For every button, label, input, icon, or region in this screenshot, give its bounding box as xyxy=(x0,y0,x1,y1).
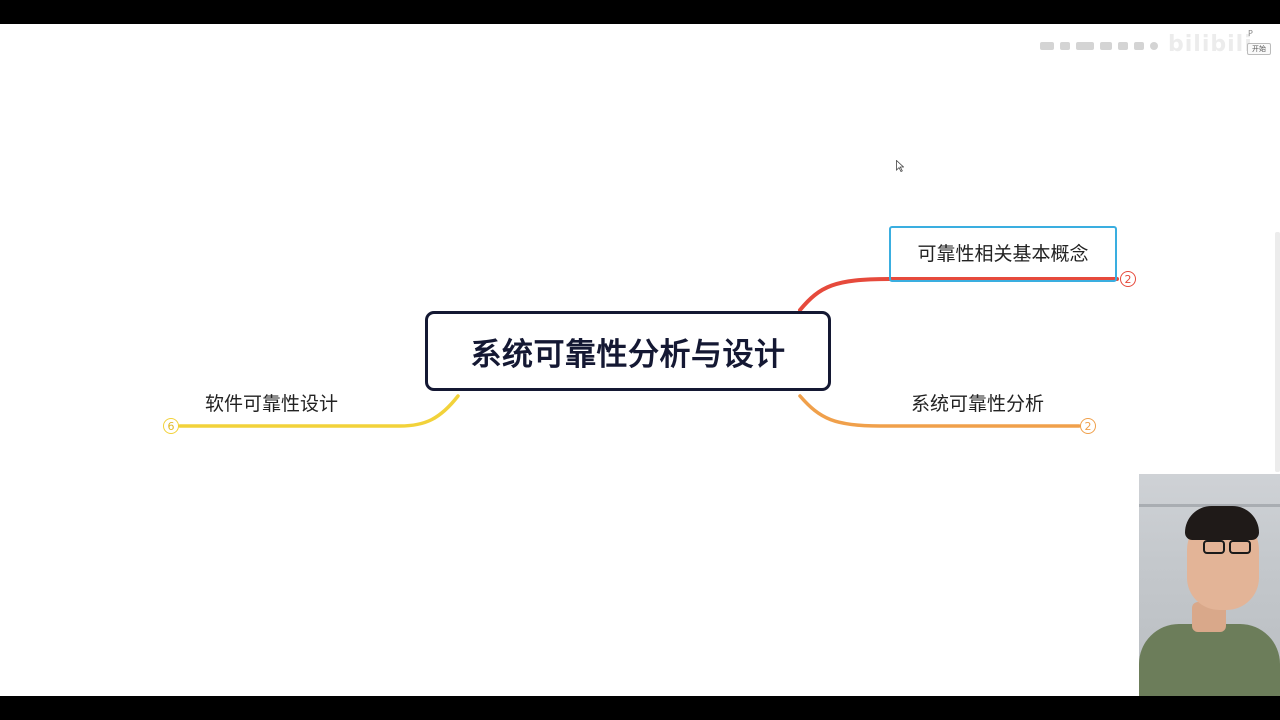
webcam-feed xyxy=(1139,474,1280,696)
mindmap-connectors xyxy=(178,277,1119,428)
toolbar-icon[interactable] xyxy=(1118,42,1128,50)
glasses-icon xyxy=(1199,540,1257,556)
branch-node-label: 系统可靠性分析 xyxy=(911,393,1045,415)
root-node[interactable]: 系统可靠性分析与设计 xyxy=(425,311,831,391)
p-label: P xyxy=(1248,29,1253,38)
collapse-count-badge[interactable]: 2 xyxy=(1120,271,1136,287)
branch-node-label: 可靠性相关基本概念 xyxy=(917,242,1089,265)
branch-node-reliability-concepts[interactable]: 可靠性相关基本概念 xyxy=(889,226,1117,282)
bottom-letterbox-bar xyxy=(0,696,1280,720)
root-node-label: 系统可靠性分析与设计 xyxy=(470,336,786,373)
top-right-toolbar xyxy=(1036,36,1276,66)
presenter-hair xyxy=(1185,506,1259,540)
toolbar-icon[interactable] xyxy=(1076,42,1094,50)
presenter-body xyxy=(1139,624,1280,696)
toolbar-icon[interactable] xyxy=(1060,42,1070,50)
toolbar-icon[interactable] xyxy=(1134,42,1144,50)
top-letterbox-bar xyxy=(0,0,1280,24)
toolbar-icon[interactable] xyxy=(1100,42,1112,50)
toolbar-icon[interactable] xyxy=(1150,42,1158,50)
connector-branch-2 xyxy=(798,394,1081,428)
webcam-background xyxy=(1139,504,1280,507)
branch-node-software-reliability-design[interactable]: 软件可靠性设计 xyxy=(205,389,338,416)
connector-branch-1 xyxy=(798,277,1119,312)
watermark-logo: bilibili xyxy=(1168,32,1253,57)
collapse-count-badge[interactable]: 6 xyxy=(163,418,179,434)
mouse-cursor-icon xyxy=(896,160,904,172)
mindmap-canvas[interactable]: 系统可靠性分析与设计 可靠性相关基本概念 2 系统可靠性分析 2 软件可靠性设计… xyxy=(0,24,1280,696)
collapse-count-badge[interactable]: 2 xyxy=(1080,418,1096,434)
branch-node-label: 软件可靠性设计 xyxy=(205,393,339,415)
start-button[interactable]: 开始 xyxy=(1247,43,1271,55)
toolbar-icon[interactable] xyxy=(1040,42,1054,50)
connector-branch-3 xyxy=(178,394,460,428)
branch-node-system-reliability-analysis[interactable]: 系统可靠性分析 xyxy=(911,389,1044,416)
scrollbar[interactable] xyxy=(1275,232,1280,472)
